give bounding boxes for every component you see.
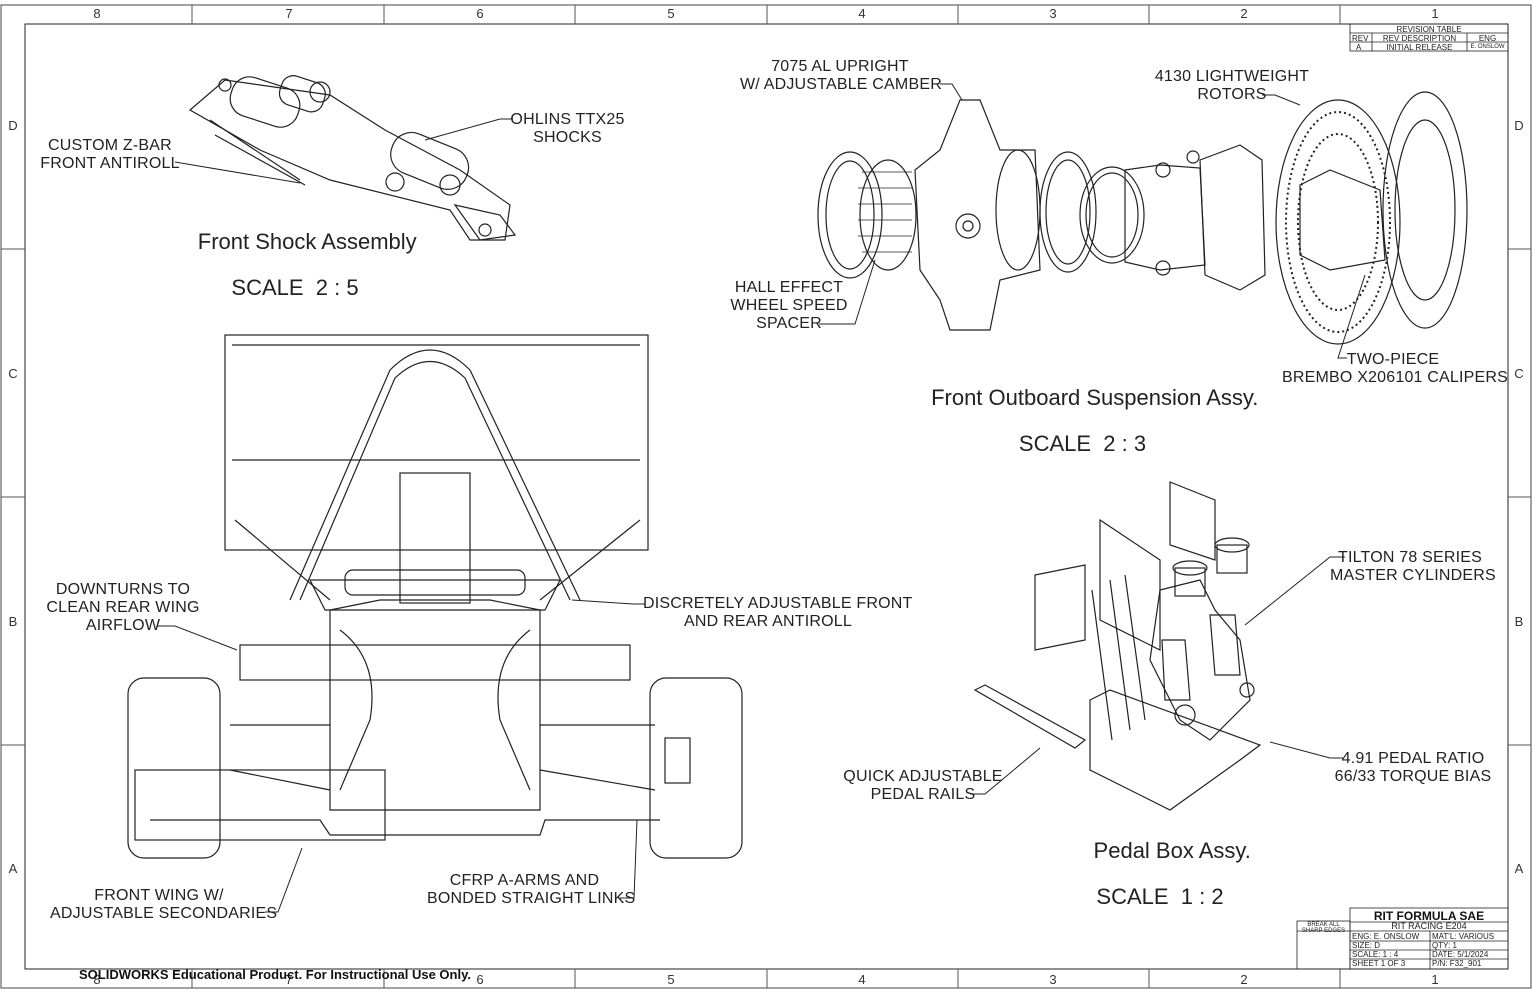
zone-col-label: 7 xyxy=(285,972,293,987)
zone-col-label: 5 xyxy=(667,6,675,21)
view-name: Front Shock Assembly xyxy=(197,229,417,254)
view-title-front-outboard: Front Outboard Suspension Assy. SCALE 2 … xyxy=(895,363,1270,501)
callout-calipers: TWO-PIECE BREMBO X206101 CALIPERS xyxy=(1282,351,1509,386)
revision-cell-rev: A xyxy=(1356,43,1362,52)
zone-row-label: C xyxy=(8,366,18,381)
revision-cell-eng: E. ONSLOW xyxy=(1470,44,1505,50)
zone-col-label: 6 xyxy=(476,972,484,987)
view-scale: SCALE 2 : 3 xyxy=(1018,431,1147,456)
revision-header-eng: ENG xyxy=(1478,34,1497,43)
zone-col-label: 3 xyxy=(1049,972,1057,987)
zone-col-label: 1 xyxy=(1431,6,1439,21)
callout-pedal-rails: QUICK ADJUSTABLE PEDAL RAILS xyxy=(843,768,1003,803)
view-scale: SCALE 1 : 2 xyxy=(1096,884,1224,909)
view-scale: SCALE 2 : 5 xyxy=(231,275,359,300)
title-block-company: RIT FORMULA SAE xyxy=(1373,909,1485,923)
car-rear-view-sketch xyxy=(127,334,743,859)
revision-header-rev: REV xyxy=(1352,34,1369,43)
callout-downturns: DOWNTURNS TO CLEAN REAR WING AIRFLOW xyxy=(46,581,200,634)
revision-table-grid xyxy=(1349,23,1509,52)
zone-col-label: 4 xyxy=(858,972,866,987)
title-block-scale: SCALE: 1 : 4 xyxy=(1352,950,1399,959)
callout-master-cylinders: TILTON 78 SERIES MASTER CYLINDERS xyxy=(1330,549,1496,584)
zone-col-label: 2 xyxy=(1240,6,1248,21)
callout-front-wing: FRONT WING W/ ADJUSTABLE SECONDARIES xyxy=(50,887,278,922)
revision-cell-desc: INITIAL RELEASE xyxy=(1386,43,1453,52)
callout-z-bar: CUSTOM Z-BAR FRONT ANTIROLL xyxy=(40,137,180,172)
zone-col-label: 5 xyxy=(667,972,675,987)
zone-row-label: B xyxy=(1514,614,1524,629)
title-block-size: SIZE: D xyxy=(1352,941,1381,950)
view-title-pedal-box: Pedal Box Assy. SCALE 1 : 2 xyxy=(1060,816,1260,954)
title-block-qty: QTY: 1 xyxy=(1432,941,1457,950)
zone-col-label: 2 xyxy=(1240,972,1248,987)
zone-col-label: 1 xyxy=(1431,972,1439,987)
pedal-box-sketch xyxy=(973,481,1262,811)
view-name: Pedal Box Assy. xyxy=(1093,838,1251,863)
zone-row-label: D xyxy=(1514,118,1524,133)
title-block-material: MAT'L: VARIOUS xyxy=(1432,932,1495,941)
title-block-break-edges: BREAK ALL SHARP EDGES xyxy=(1301,922,1346,934)
title-block-project: RIT RACING E204 xyxy=(1391,921,1467,931)
title-block-grid xyxy=(1296,907,1509,970)
zone-col-label: 6 xyxy=(476,6,484,21)
title-block-sheet: SHEET 1 OF 3 xyxy=(1352,959,1406,968)
zone-row-label: A xyxy=(1514,861,1524,876)
callout-rotors: 4130 LIGHTWEIGHT ROTORS xyxy=(1154,68,1310,103)
callout-a-arms: CFRP A-ARMS AND BONDED STRAIGHT LINKS xyxy=(427,872,636,907)
zone-col-label: 4 xyxy=(858,6,866,21)
callout-hall-effect: HALL EFFECT WHEEL SPEED SPACER xyxy=(730,279,848,332)
zone-col-label: 3 xyxy=(1049,6,1057,21)
zone-row-label: D xyxy=(8,118,18,133)
title-block-date: DATE: 5/1/2024 xyxy=(1432,950,1489,959)
title-block-part-number: P/N: F32_901 xyxy=(1432,959,1482,968)
zone-col-label: 7 xyxy=(285,6,293,21)
zone-row-label: C xyxy=(1514,366,1524,381)
zone-col-label: 8 xyxy=(93,972,101,987)
zone-col-label: 8 xyxy=(93,6,101,21)
callout-antiroll: DISCRETELY ADJUSTABLE FRONT AND REAR ANT… xyxy=(643,595,913,630)
view-name: Front Outboard Suspension Assy. xyxy=(931,385,1259,410)
callout-pedal-ratio: 4.91 PEDAL RATIO 66/33 TORQUE BIAS xyxy=(1334,750,1492,785)
view-title-front-shock: Front Shock Assembly SCALE 2 : 5 xyxy=(170,207,420,345)
callout-ohlins: OHLINS TTX25 SHOCKS xyxy=(510,111,625,146)
revision-table-title: REVISION TABLE xyxy=(1396,25,1462,34)
title-block-eng: ENG: E. ONSLOW xyxy=(1352,932,1420,941)
front-outboard-sketch xyxy=(817,91,1468,345)
zone-row-label: A xyxy=(8,861,18,876)
leader-lines xyxy=(157,83,1366,913)
revision-header-desc: REV DESCRIPTION xyxy=(1382,34,1457,43)
callout-upright: 7075 AL UPRIGHT W/ ADJUSTABLE CAMBER xyxy=(740,58,942,93)
educational-watermark: SOLIDWORKS Educational Product. For Inst… xyxy=(79,967,471,982)
front-shock-sketch xyxy=(188,75,517,241)
zone-row-label: B xyxy=(8,614,18,629)
